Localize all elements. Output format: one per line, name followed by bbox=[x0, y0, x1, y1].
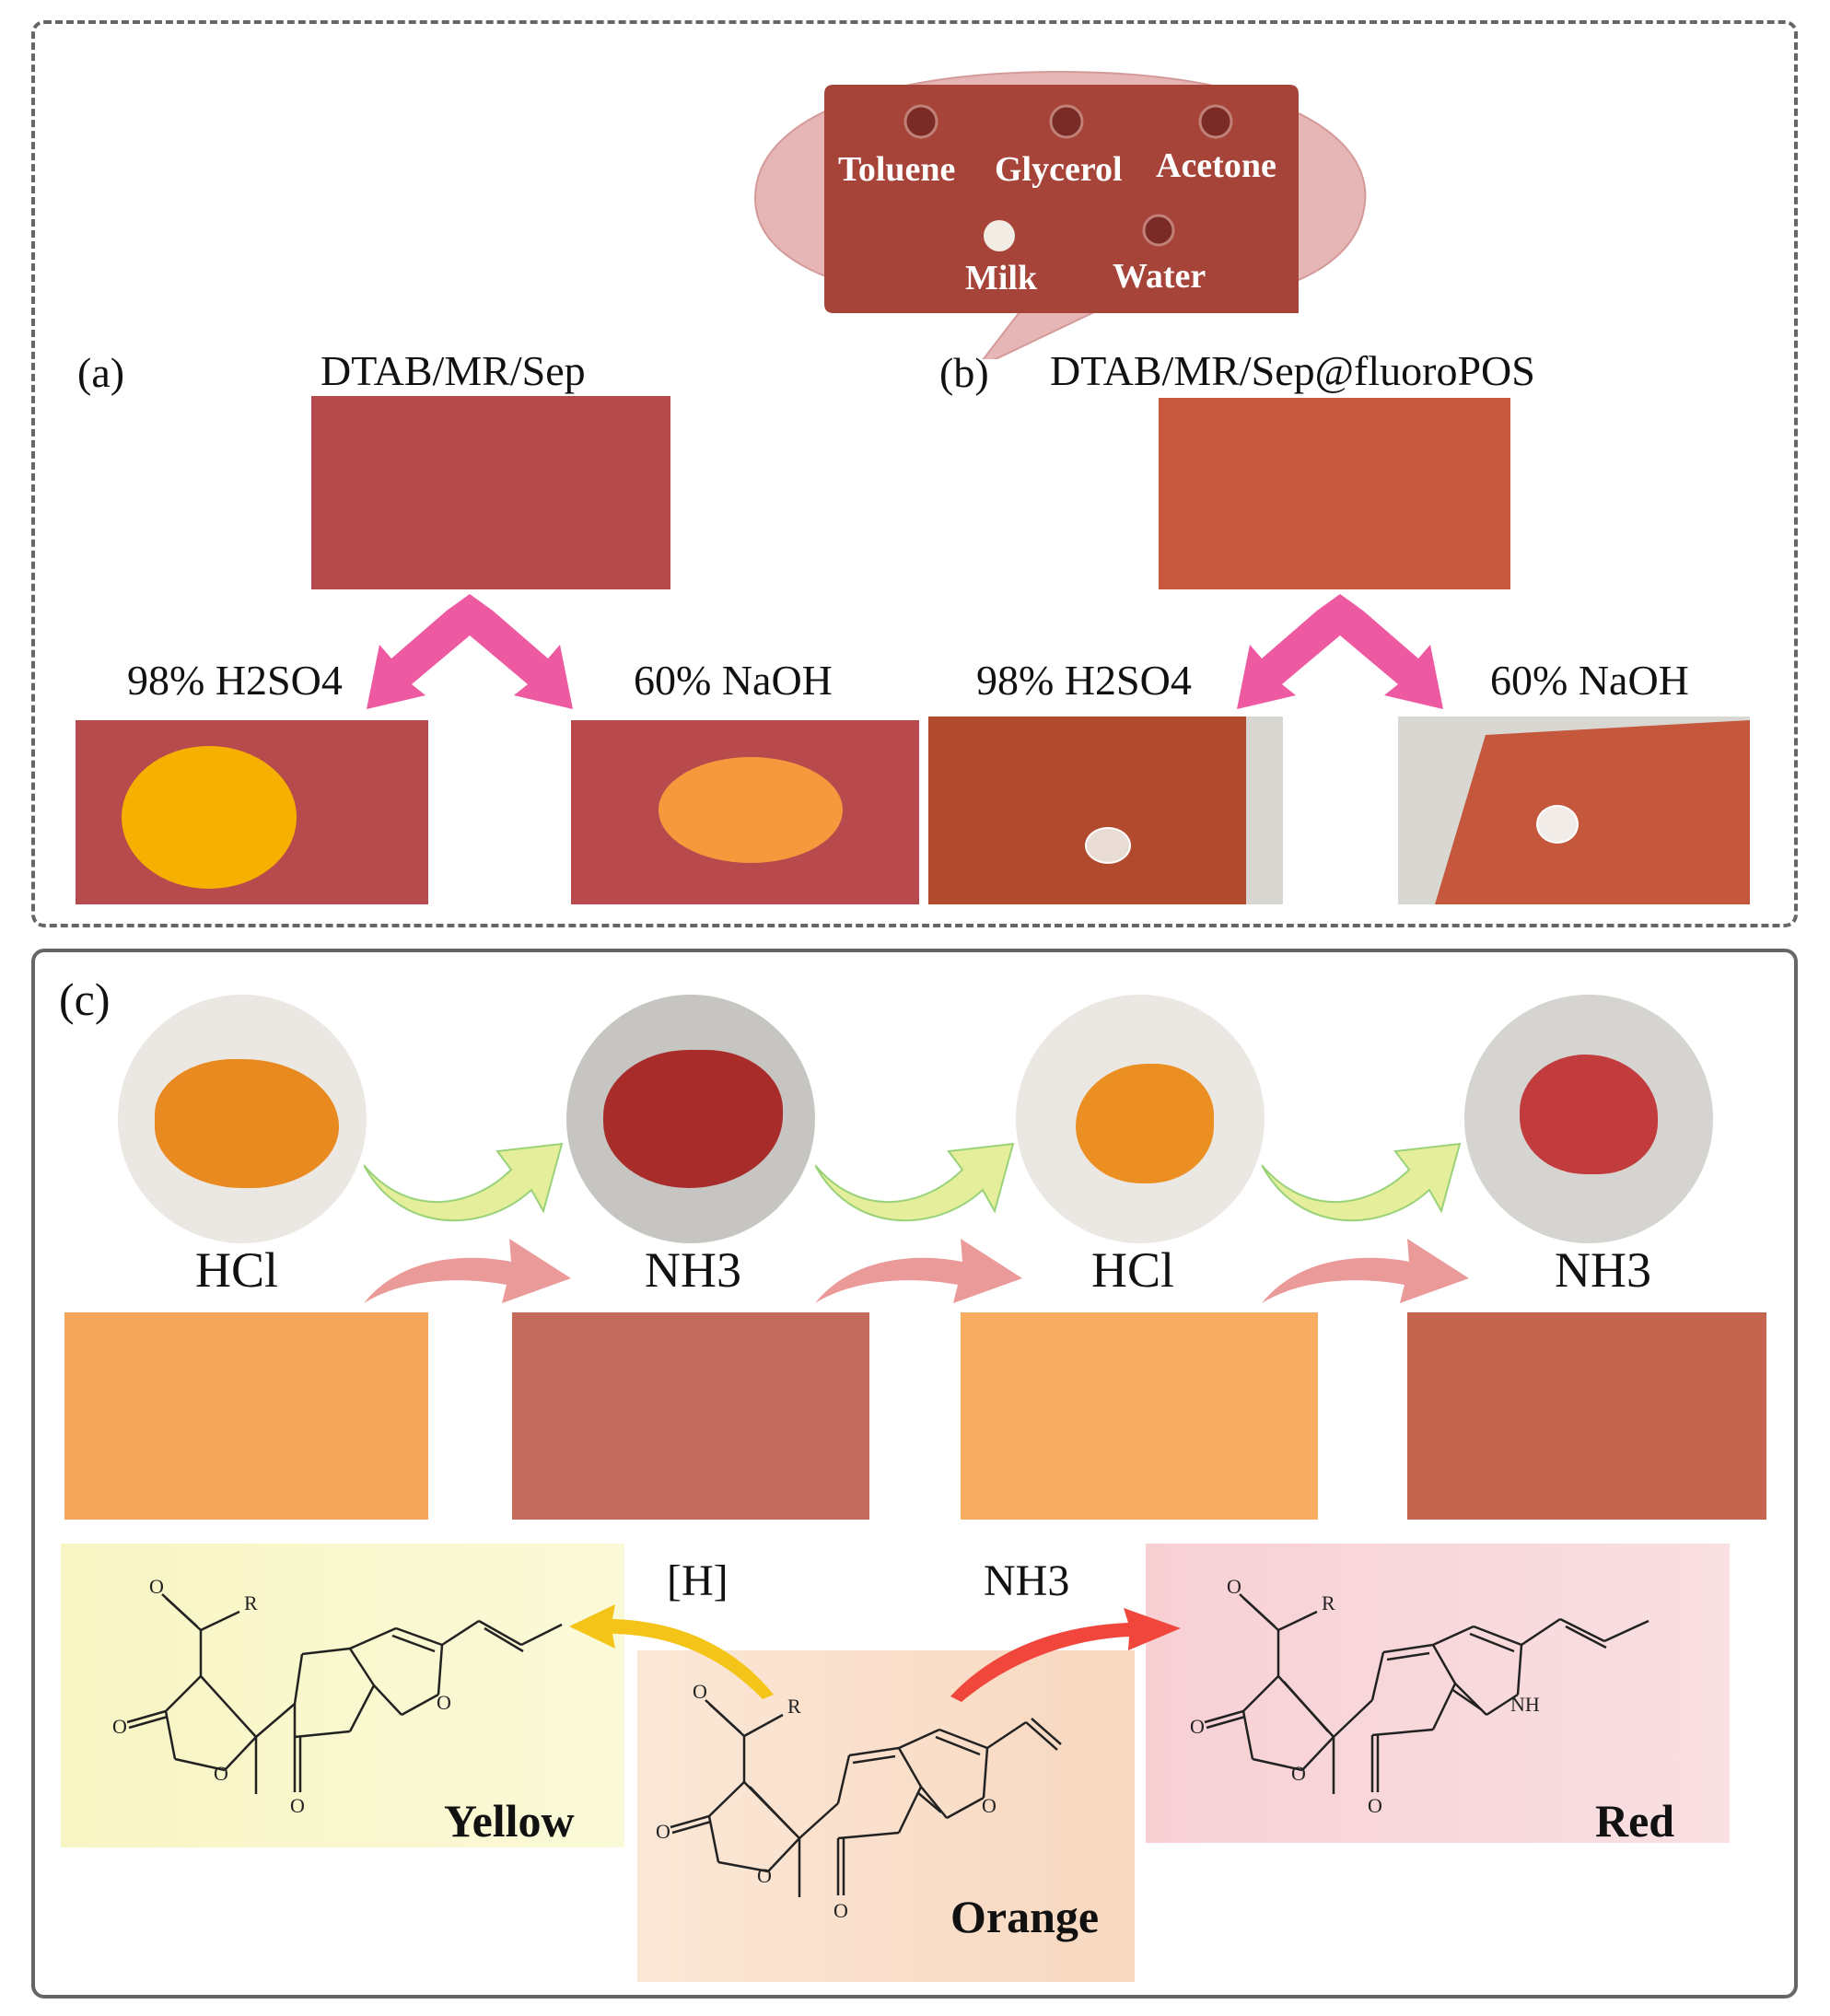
panel-b-title: DTAB/MR/Sep@fluoroPOS bbox=[1050, 347, 1535, 394]
liquid-drop-callout: Toluene Glycerol Acetone Milk Water bbox=[746, 64, 1372, 369]
gas-label-nh3-2: NH3 bbox=[1555, 1242, 1651, 1298]
orange-atom-o-carbonyl: O bbox=[693, 1680, 707, 1703]
red-structure-label: Red bbox=[1595, 1795, 1675, 1847]
acetone-label: Acetone bbox=[1156, 146, 1276, 185]
orange-structure-drawing: R O O O O O bbox=[656, 1680, 1062, 1922]
panel-a-base-label: 60% NaOH bbox=[634, 657, 833, 704]
powder-transition-arrow-2 bbox=[815, 1142, 1015, 1222]
orange-structure-label: Orange bbox=[950, 1891, 1100, 1942]
orange-powder bbox=[1076, 1064, 1214, 1183]
reduction-arrow bbox=[569, 1604, 774, 1699]
panel-c-label: (c) bbox=[59, 973, 111, 1025]
water-label: Water bbox=[1113, 257, 1206, 296]
red-atom-r: R bbox=[1322, 1591, 1335, 1614]
sep-sample-swatch bbox=[311, 396, 670, 589]
reduction-label: [H] bbox=[667, 1556, 729, 1605]
panel-a-acid-label: 98% H2SO4 bbox=[127, 657, 343, 704]
callout-bubble-graphic bbox=[753, 70, 1367, 369]
orange-atom-o-ring: O bbox=[757, 1864, 772, 1887]
red-atom-o-ring: O bbox=[1291, 1762, 1306, 1785]
film-swatch-hcl-1 bbox=[64, 1312, 428, 1520]
glycerol-drop bbox=[1049, 104, 1084, 139]
panel-b-base-label: 60% NaOH bbox=[1490, 657, 1689, 704]
panel-ab-frame bbox=[31, 20, 1798, 927]
film-transition-arrow-2 bbox=[815, 1239, 1022, 1303]
fluoro-base-photo bbox=[1398, 717, 1750, 904]
film-swatch-nh3-2 bbox=[1407, 1312, 1766, 1520]
powder-disc-nh3-1 bbox=[566, 995, 815, 1243]
panel-a-title: DTAB/MR/Sep bbox=[321, 347, 586, 394]
powder-transition-arrow-3 bbox=[1262, 1142, 1462, 1222]
yellow-atom-o-ketone: O bbox=[290, 1794, 305, 1817]
powder-disc-hcl-1 bbox=[118, 995, 367, 1243]
film-swatch-hcl-2 bbox=[961, 1312, 1318, 1520]
sep-base-photo bbox=[571, 720, 919, 904]
base-photo-tilted-sample bbox=[1435, 720, 1750, 904]
ammonia-arrow bbox=[950, 1608, 1181, 1702]
red-atom-o-ketone: O bbox=[1368, 1794, 1382, 1817]
panel-b-acid-label: 98% H2SO4 bbox=[976, 657, 1192, 704]
fluoro-acid-photo bbox=[928, 717, 1283, 904]
powder-disc-nh3-2 bbox=[1464, 995, 1713, 1243]
red-atom-nh: NH bbox=[1510, 1693, 1540, 1716]
powder-disc-hcl-2 bbox=[1016, 995, 1265, 1243]
red-structure-bg bbox=[1146, 1544, 1730, 1843]
orange-powder bbox=[155, 1059, 339, 1188]
yellow-atom-o-pyran: O bbox=[437, 1691, 451, 1714]
red-atom-o-lactone: O bbox=[1190, 1715, 1205, 1738]
panel-c-frame bbox=[31, 949, 1798, 1999]
film-transition-arrow-3 bbox=[1262, 1239, 1469, 1303]
acid-yellow-spot bbox=[122, 746, 297, 889]
orange-atom-o-pyran: O bbox=[982, 1794, 997, 1817]
acid-photo-background-strip bbox=[1246, 717, 1283, 904]
film-swatch-nh3-1 bbox=[512, 1312, 869, 1520]
milk-label: Milk bbox=[965, 259, 1038, 297]
panel-a-label: (a) bbox=[77, 349, 125, 396]
red-powder bbox=[1520, 1055, 1658, 1174]
glycerol-label: Glycerol bbox=[995, 150, 1123, 189]
base-droplet bbox=[1536, 805, 1579, 844]
panel-b-split-arrow bbox=[1237, 594, 1443, 709]
orange-structure-bg bbox=[637, 1650, 1135, 1982]
fluoro-sample-swatch bbox=[1159, 398, 1510, 589]
gas-label-hcl-1: HCl bbox=[195, 1242, 279, 1298]
orange-atom-o-lactone: O bbox=[656, 1820, 670, 1843]
acid-droplet bbox=[1085, 827, 1131, 864]
yellow-atom-o-lactone: O bbox=[112, 1715, 127, 1738]
milk-drop bbox=[984, 220, 1015, 251]
yellow-atom-o-ring: O bbox=[214, 1762, 228, 1785]
panel-a-split-arrow bbox=[367, 594, 573, 709]
base-orange-spot bbox=[659, 757, 843, 863]
panel-b-label: (b) bbox=[939, 349, 989, 396]
yellow-atom-o-carbonyl: O bbox=[149, 1575, 164, 1598]
yellow-structure-drawing: R O O O O O bbox=[112, 1575, 563, 1817]
film-transition-arrow-1 bbox=[364, 1239, 571, 1303]
water-drop bbox=[1142, 214, 1175, 247]
toluene-label: Toluene bbox=[838, 150, 956, 189]
ammonia-label: NH3 bbox=[984, 1556, 1070, 1605]
orange-atom-r: R bbox=[787, 1695, 801, 1718]
orange-atom-o-ketone: O bbox=[833, 1899, 848, 1922]
toluene-drop bbox=[903, 104, 938, 139]
red-powder bbox=[603, 1050, 783, 1188]
yellow-atom-r: R bbox=[244, 1591, 258, 1614]
gas-label-hcl-2: HCl bbox=[1091, 1242, 1175, 1298]
gas-label-nh3-1: NH3 bbox=[645, 1242, 741, 1298]
red-atom-o-carbonyl: O bbox=[1227, 1575, 1241, 1598]
powder-transition-arrow-1 bbox=[364, 1142, 564, 1222]
yellow-structure-bg bbox=[61, 1544, 624, 1847]
yellow-structure-label: Yellow bbox=[444, 1795, 575, 1847]
red-structure-drawing: R O O O O NH bbox=[1190, 1575, 1649, 1817]
sep-acid-photo bbox=[76, 720, 428, 904]
acetone-drop bbox=[1198, 104, 1233, 139]
